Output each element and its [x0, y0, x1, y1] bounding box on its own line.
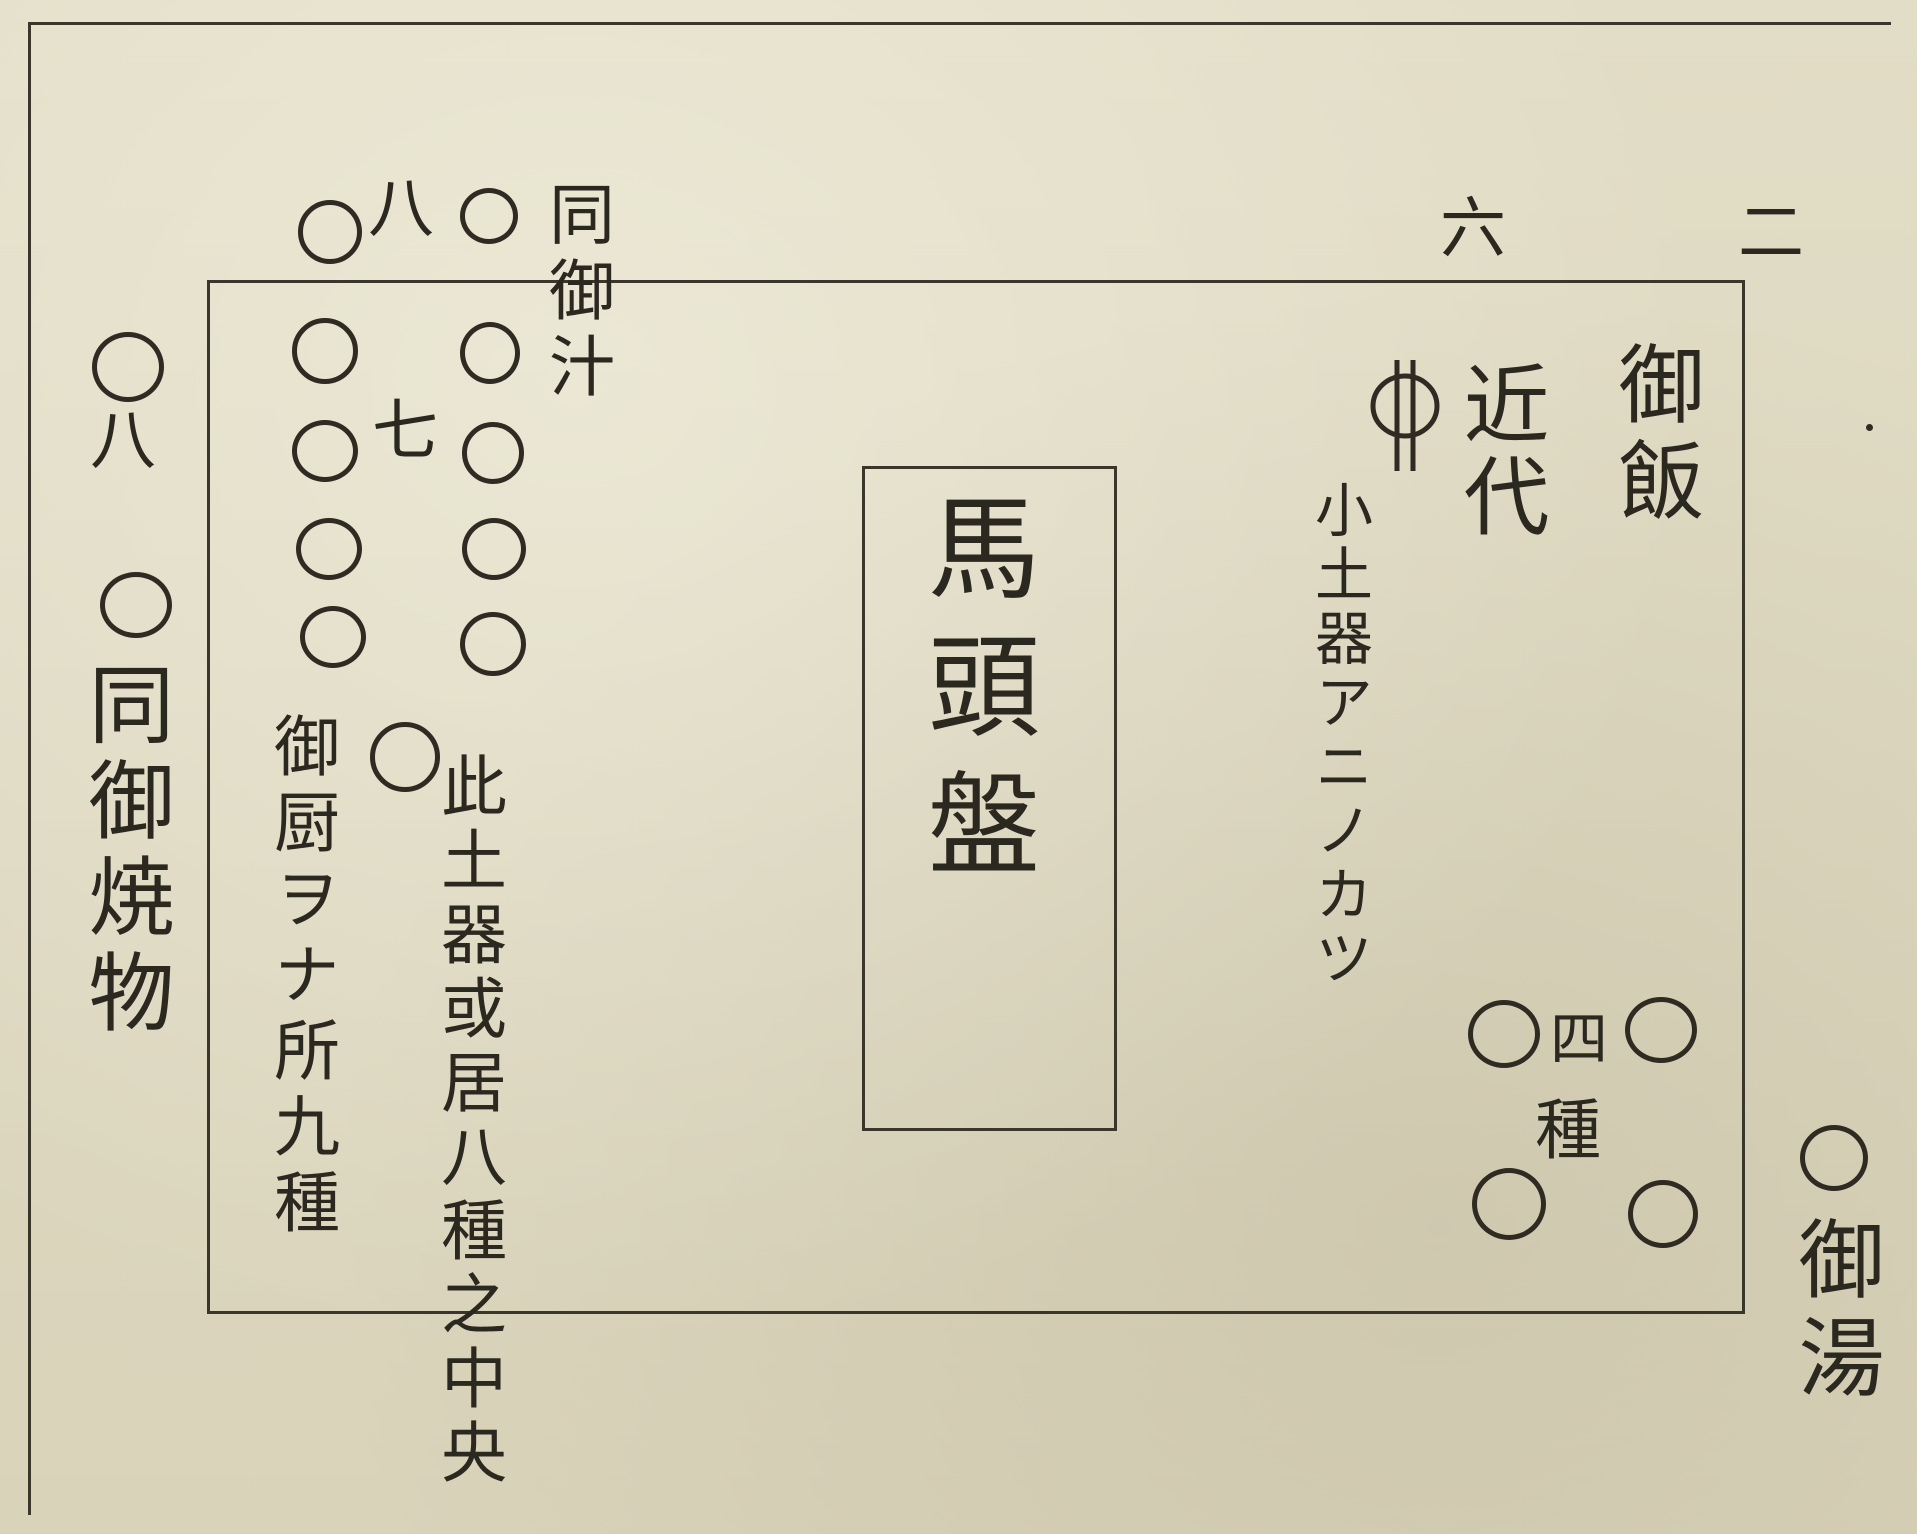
yakimono-label: 同御焼物: [73, 660, 173, 1044]
center-dish-circle: [370, 722, 440, 792]
check-mark-icon: [1370, 360, 1440, 471]
soup-circle: [298, 200, 362, 264]
center-title: 馬頭盤: [909, 490, 1039, 904]
dish-count-label: 四: [1550, 1005, 1609, 1073]
soup-circle: [296, 518, 362, 580]
count-eight-left: 八: [90, 402, 156, 479]
soup-circle: [460, 322, 520, 384]
yakimono-circle: [100, 572, 172, 638]
page-number-six: 六: [1440, 190, 1506, 267]
soup-circle: [460, 188, 518, 244]
dish-circle: [1472, 1168, 1546, 1240]
soup-header: 同御汁: [538, 180, 615, 408]
soup-circle: [300, 606, 366, 668]
soup-circle: [462, 422, 524, 484]
yu-circle: [1800, 1125, 1868, 1191]
soup-circle: [292, 420, 358, 482]
yakimono-circle: [92, 332, 164, 402]
small-dish-note: 小土器アニノカツ: [1305, 480, 1373, 992]
outer-frame: [28, 22, 1891, 1515]
soup-circle: [292, 318, 358, 384]
oyu-label: 御湯: [1783, 1215, 1883, 1411]
soup-circle: [460, 612, 526, 676]
dish-circle: [1625, 997, 1697, 1063]
center-earthenware-note: 此土器或居八種之中央: [430, 752, 507, 1492]
page-number-two: 二: [1738, 194, 1804, 271]
dish-circle: [1468, 1000, 1540, 1068]
count-eight-upper: 八: [368, 170, 434, 247]
kindai-label: 近代: [1448, 360, 1548, 544]
dish-kind-label: 種: [1535, 1092, 1601, 1169]
soup-circle: [462, 518, 526, 580]
center-dish-frame: [862, 466, 1117, 1131]
kitchen-note: 御厨ヲナ所九種: [263, 712, 340, 1244]
dish-circle: [1628, 1180, 1698, 1248]
count-seven-upper: 七: [372, 392, 438, 469]
ink-dot: [1866, 424, 1873, 431]
omeshi-label: 御飯: [1603, 340, 1703, 532]
tray-frame: [207, 280, 1745, 1314]
